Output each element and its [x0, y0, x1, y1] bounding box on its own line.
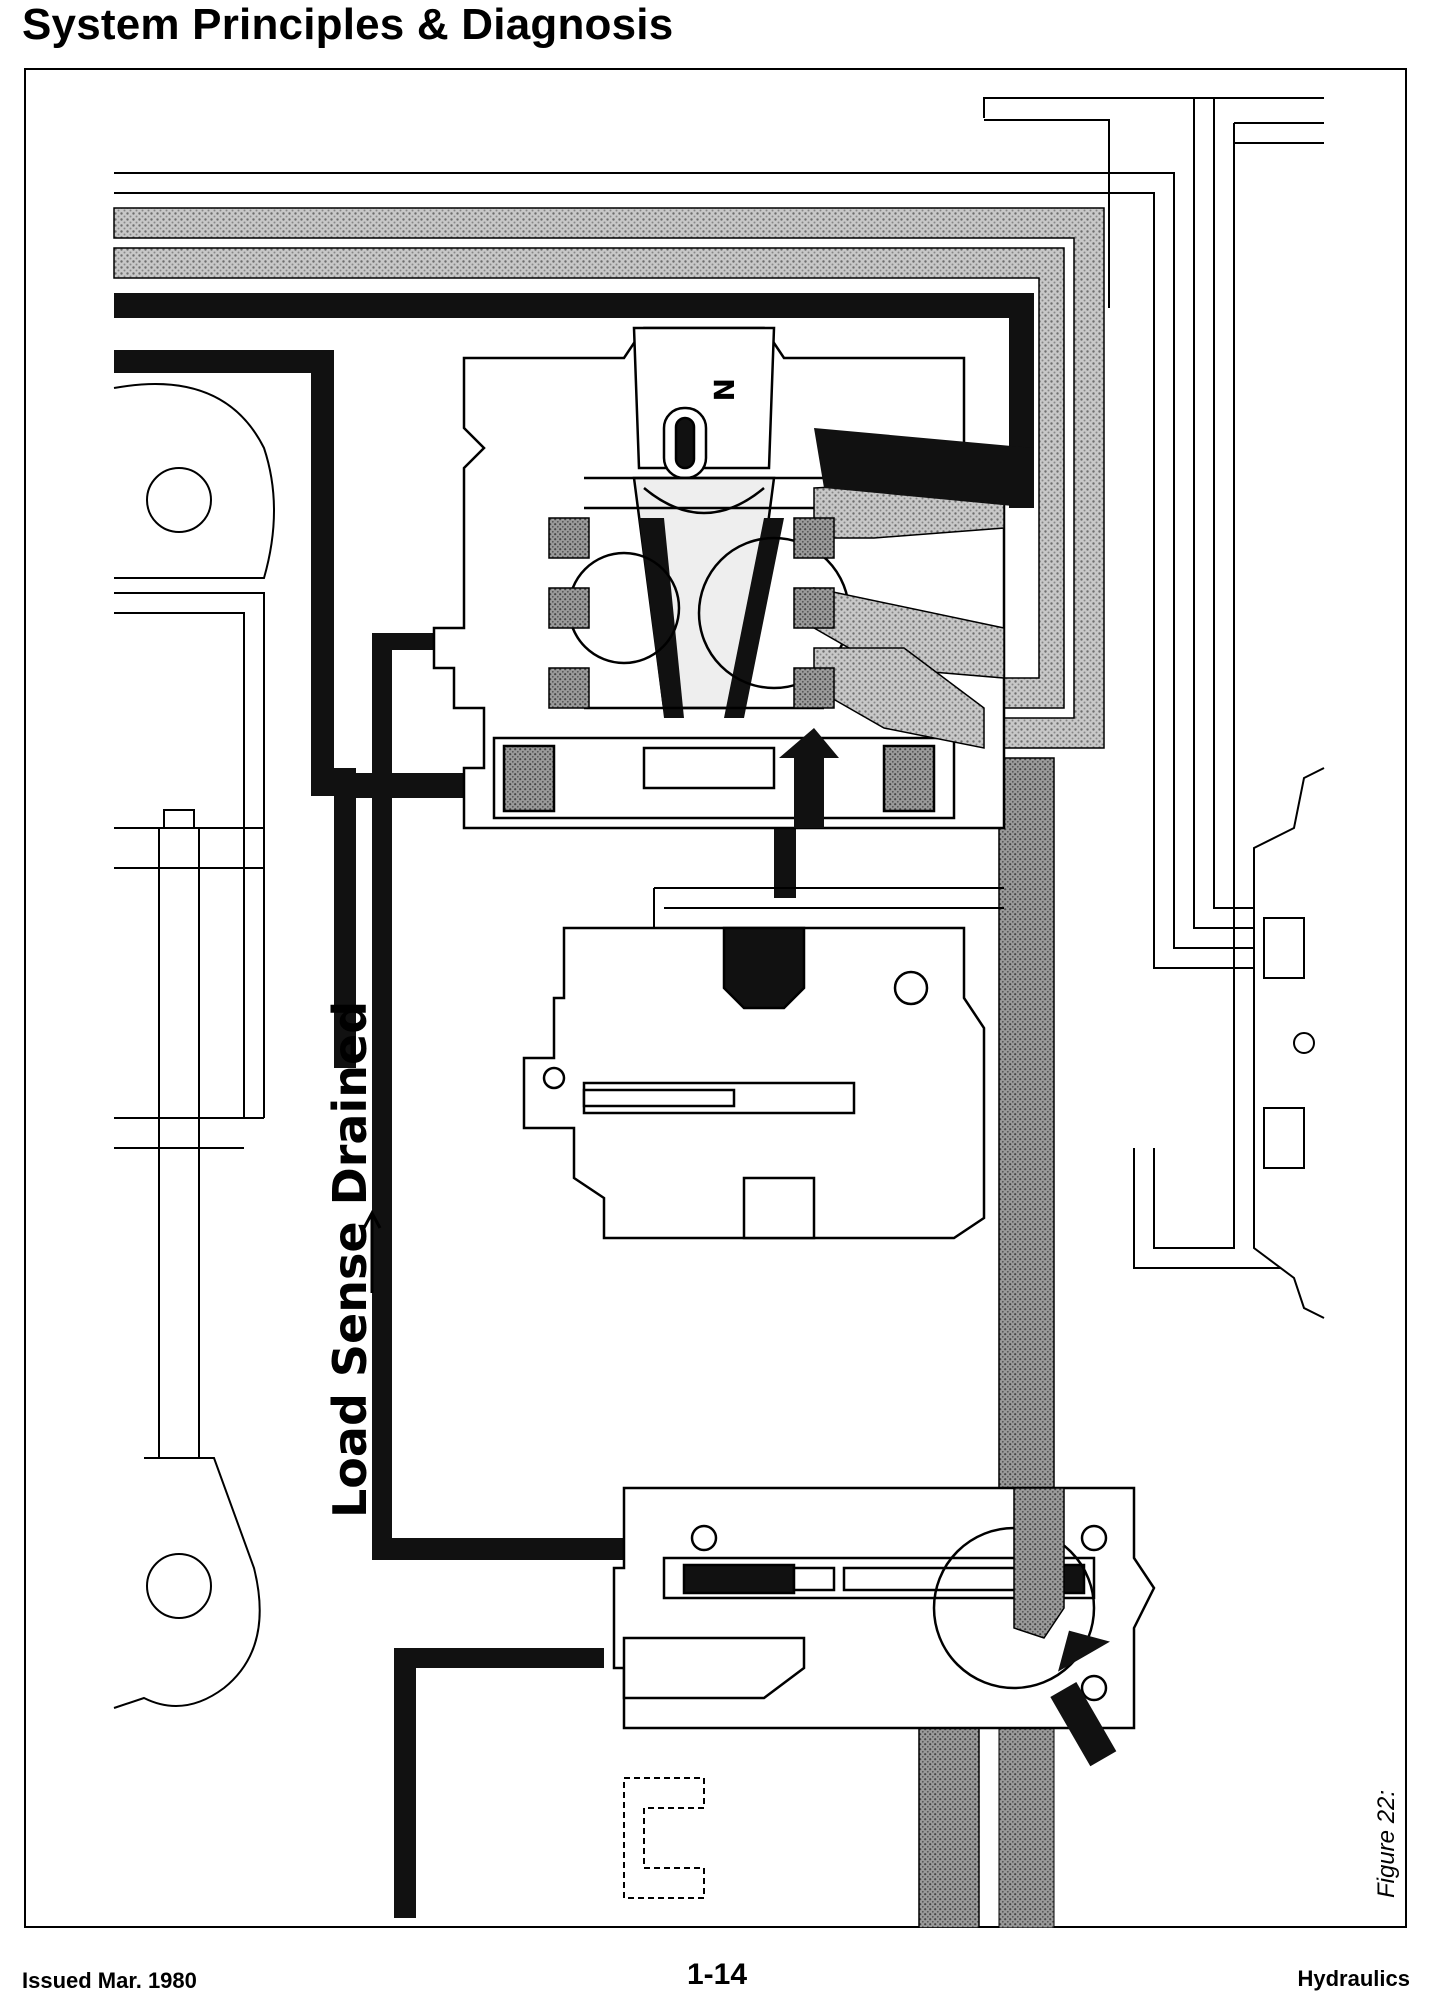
figure-border: [24, 68, 1407, 1928]
page-title: System Principles & Diagnosis: [22, 0, 674, 49]
top-valve-spool: [567, 326, 851, 718]
valve-n-marking: N: [707, 378, 740, 401]
left-cylinder: [113, 383, 275, 1709]
load-sense-label: Load Sense Drained: [323, 1001, 377, 1518]
top-valve-flow-arrow: [779, 728, 839, 828]
relief-valve-arrowhead: [1058, 1630, 1110, 1672]
relief-valve-flow-arrow: [1050, 1682, 1117, 1767]
relief-valve-return-passage: [1013, 1487, 1065, 1639]
middle-valve-return-connection: [653, 887, 1004, 928]
bottom-bracket: [623, 1777, 705, 1899]
diagram-svg: N: [24, 68, 1407, 1928]
right-fittings: [1253, 767, 1325, 1319]
footer-page-number: 1-14: [687, 1958, 748, 1991]
top-valve-lands: [548, 517, 835, 709]
figure-caption: Figure 22:: [1373, 1790, 1400, 1898]
hydraulic-diagram-figure: N: [24, 68, 1407, 1928]
footer-section-name: Hydraulics: [1297, 1966, 1411, 1991]
load-sense-arrow: [362, 1209, 382, 1293]
top-valve-pressure-passage: [814, 428, 1034, 508]
footer-issued-date: Issued Mar. 1980: [22, 1968, 197, 1993]
middle-control-valve: [522, 926, 986, 1240]
